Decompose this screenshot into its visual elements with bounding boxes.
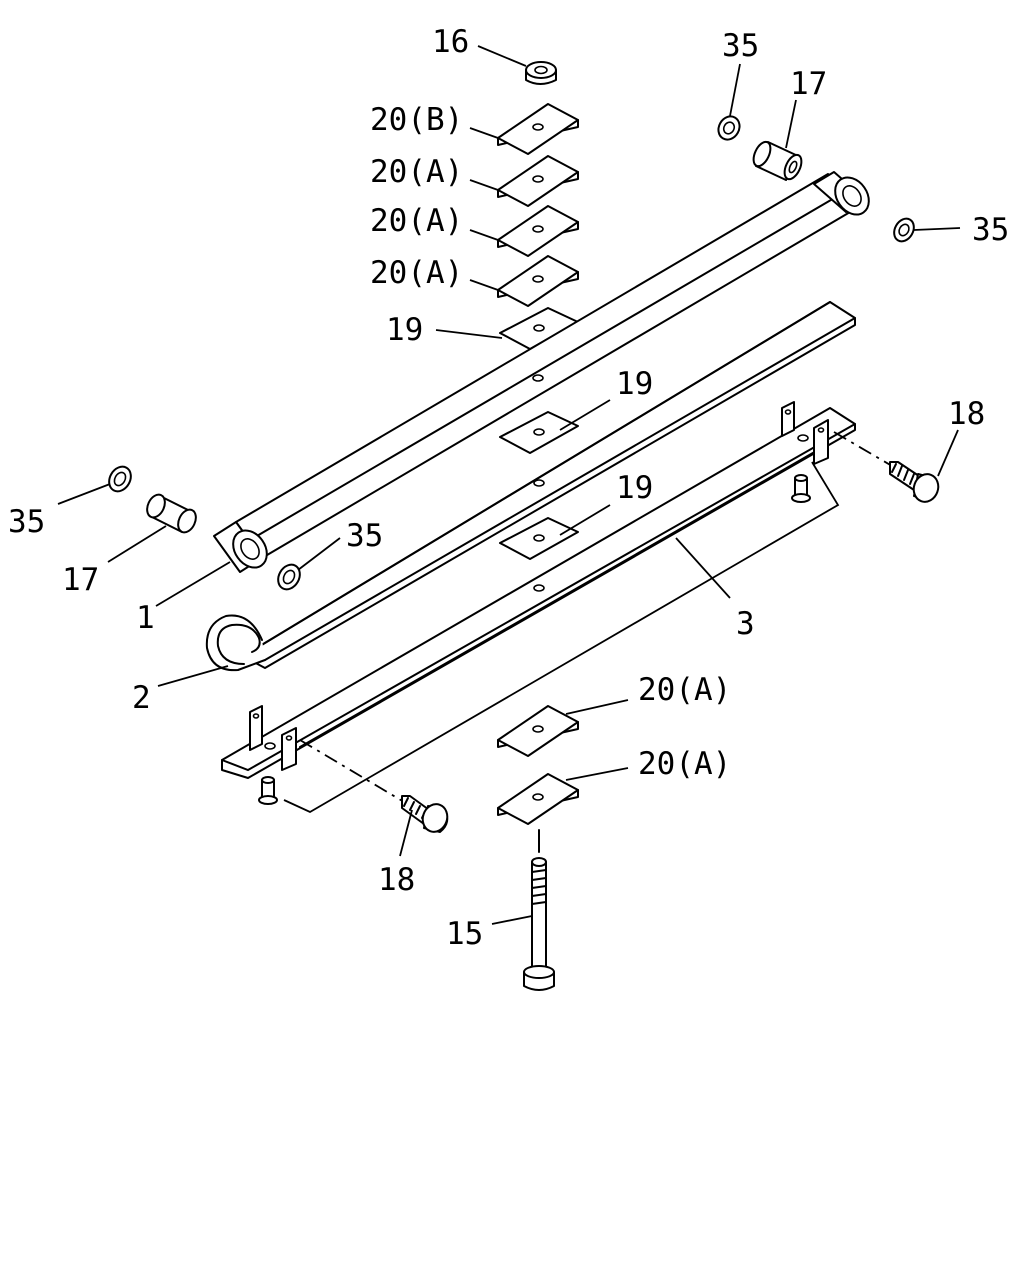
callout-16: 16 bbox=[432, 24, 469, 60]
rivet-left bbox=[258, 776, 278, 805]
part-17-bushing-left bbox=[146, 493, 197, 534]
part-18-bolt-bottom bbox=[299, 739, 449, 833]
part-3-leaf-with-clips bbox=[221, 401, 856, 814]
callout-35-top: 35 bbox=[722, 28, 759, 64]
callout-19-low: 19 bbox=[616, 470, 653, 506]
callout-17-left: 17 bbox=[62, 562, 99, 598]
part-20a-shim-2 bbox=[497, 205, 579, 257]
callout-19-middle: 19 bbox=[616, 366, 653, 402]
part-16-nut bbox=[525, 61, 557, 85]
callout-2: 2 bbox=[132, 680, 151, 716]
part-20a-shim-5 bbox=[497, 773, 579, 825]
part-35-washer-top bbox=[717, 115, 741, 141]
part-35-washer-middle bbox=[277, 563, 301, 591]
callout-15: 15 bbox=[446, 916, 483, 952]
callout-19-top: 19 bbox=[386, 312, 423, 348]
part-17-bushing-top bbox=[752, 140, 803, 181]
callout-20a-2: 20(A) bbox=[370, 203, 463, 239]
callout-18-bottom: 18 bbox=[378, 862, 415, 898]
part-20a-shim-3 bbox=[497, 255, 579, 307]
part-15-center-bolt bbox=[523, 829, 555, 991]
part-35-washer-left bbox=[108, 465, 132, 493]
callout-18-right: 18 bbox=[948, 396, 985, 432]
callout-20a-5: 20(A) bbox=[638, 746, 731, 782]
part-19-pad-low bbox=[499, 517, 579, 560]
rivet-right bbox=[791, 474, 811, 503]
part-1-leaf-spring bbox=[213, 171, 870, 573]
callout-17-top: 17 bbox=[790, 66, 827, 102]
callout-20a-1: 20(A) bbox=[370, 154, 463, 190]
callout-20a-4: 20(A) bbox=[638, 672, 731, 708]
part-2-leaf-spring bbox=[205, 301, 856, 672]
leader-lines bbox=[57, 45, 961, 925]
part-20b-shim bbox=[497, 103, 579, 155]
part-20a-shim-4 bbox=[497, 705, 579, 757]
callout-35-left: 35 bbox=[8, 504, 45, 540]
callout-1: 1 bbox=[136, 600, 155, 636]
part-19-pad-middle bbox=[499, 411, 579, 454]
part-35-washer-right bbox=[893, 217, 915, 243]
part-18-bolt-right bbox=[833, 431, 940, 503]
callout-20b: 20(B) bbox=[370, 102, 463, 138]
callout-35-right: 35 bbox=[972, 212, 1009, 248]
callout-3: 3 bbox=[736, 606, 755, 642]
part-20a-shim-1 bbox=[497, 155, 579, 207]
callout-20a-3: 20(A) bbox=[370, 255, 463, 291]
callout-35-middle: 35 bbox=[346, 518, 383, 554]
